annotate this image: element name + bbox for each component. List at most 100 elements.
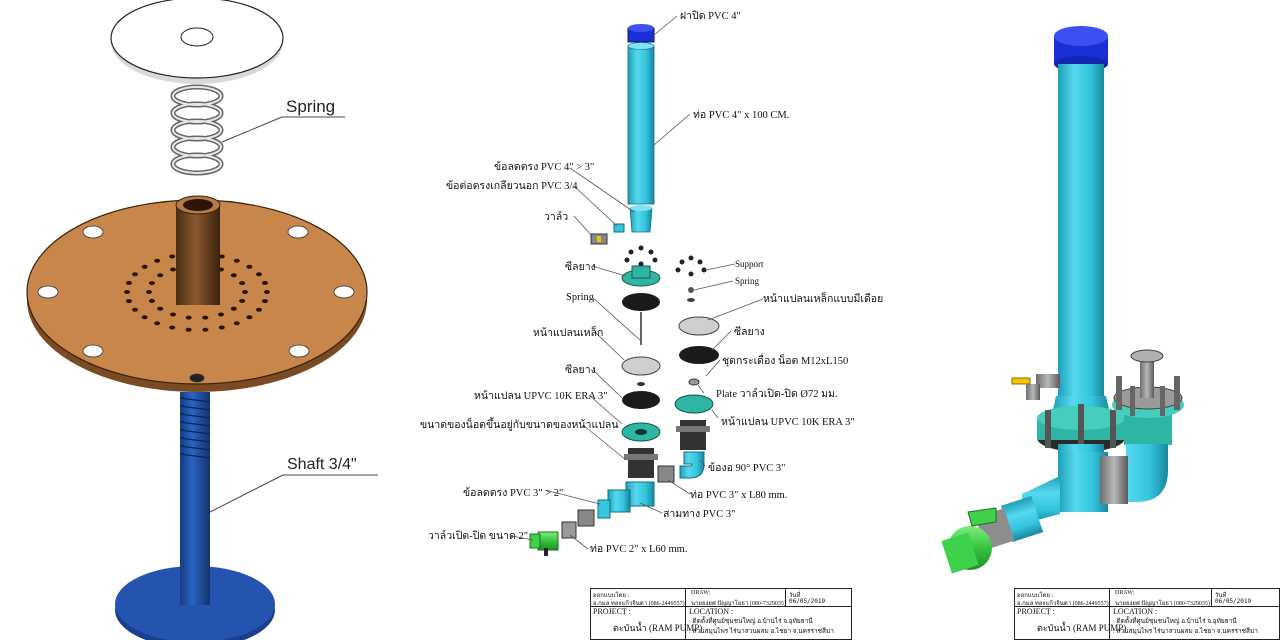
tb-r-designer-name: อ.กมล ทองแก้วจินดา (086-2449557) (1017, 601, 1109, 607)
perforation-hole (256, 272, 262, 277)
label-gate-valve: วาล์วเปิด-ปิด ขนาด 2" (428, 529, 528, 542)
perforation-hole (148, 281, 155, 286)
center-panel: ฝาปิด PVC 4" ท่อ PVC 4" x 100 CM. ข้อลดต… (420, 10, 883, 556)
label-pipe4: ท่อ PVC 4" x 100 CM. (693, 110, 789, 121)
tb-designer: ออกแบบโดย : (593, 593, 630, 599)
perforation-hole (126, 299, 132, 304)
perforation-hole (146, 290, 152, 294)
label-flange-r: หน้าแปลน UPVC 10K ERA 3" (721, 416, 855, 428)
perforation-hole (185, 315, 192, 320)
support-ring-right (675, 255, 707, 277)
label-valve: วาล์ว (544, 210, 568, 223)
perforation-hole (154, 321, 161, 326)
perforation-hole (239, 281, 246, 286)
label-plate-valve: Plate วาล์วเปิด-ปิด Ø72 มม. (716, 387, 838, 400)
label-elbow: ข้องอ 90° PVC 3" (708, 462, 785, 474)
pipe-3in-80mm (657, 465, 675, 483)
perforation-hole (157, 306, 164, 311)
assembled-waste-valve (1112, 349, 1184, 445)
perforation-hole (256, 307, 262, 312)
perforation-hole (126, 280, 132, 285)
tb-r-date: 06/05/2019 (1215, 598, 1252, 605)
label-flange-l: หน้าแปลน UPVC 10K ERA 3" (474, 390, 608, 402)
bolt-cluster-right (676, 420, 710, 450)
label-rubber2: ซีลยาง (565, 363, 596, 376)
perforation-hole (264, 290, 270, 294)
tb-r-draw-name: นายยงยศ ปัญญาโยธา (080-7329035) (1115, 601, 1210, 607)
label-reducer32: ข้อลดตรง PVC 3" > 2" (463, 487, 563, 499)
tb-r-draw: DRAW: (1115, 590, 1135, 596)
perforation-hole (230, 273, 237, 278)
valve-plate-part (688, 378, 700, 386)
perforation-hole (154, 258, 161, 263)
pipe-4in-part (627, 45, 655, 205)
label-plate-r: หน้าแปลนเหล็กแบบมีเดือย (763, 291, 883, 305)
perforation-hole (262, 299, 268, 304)
perforation-hole (246, 315, 253, 320)
tb-r-location1: : ติดตั้งที่ศูนย์ชุมชนใหญ่ อ.บ้านไร่ จ.อ… (1113, 618, 1237, 625)
rubber-seal-right (679, 346, 719, 364)
cap-part (627, 24, 655, 43)
perforation-hole (218, 312, 224, 317)
label-rubber-r: ซีลยาง (734, 325, 765, 338)
tb-r-project-label: PROJECT : (1017, 607, 1055, 616)
spring-coil (170, 84, 224, 176)
perforation-hole (124, 290, 130, 294)
label-bolt-note: ขนาดของน็อตขึ้นอยู่กับขนาดของหน้าแปลน (420, 417, 619, 431)
left-panel: Spring (26, 0, 378, 640)
rubber-seal-1 (622, 293, 660, 311)
perforation-hole (218, 254, 225, 259)
center-labels: ฝาปิด PVC 4" ท่อ PVC 4" x 100 CM. ข้อลดต… (420, 10, 883, 555)
tb-location2: : สวนสมุนไพร ไร่นาสวนผสม อ.ไชยา จ.นครราช… (689, 628, 834, 635)
label-steel-plate: หน้าแปลนเหล็ก (533, 325, 603, 339)
perforation-hole (202, 315, 209, 320)
label-bolt-set: ชุดกระเดื่อง น็อต M12xL150 (722, 353, 848, 367)
bolt-cluster-left (624, 448, 658, 478)
perforation-hole (132, 307, 138, 312)
label-pipe3: ท่อ PVC 3" x L80 mm. (690, 490, 787, 501)
perforation-hole (233, 321, 240, 326)
spring-leader (221, 116, 283, 143)
perforation-hole (170, 267, 176, 272)
perforation-hole (141, 315, 148, 320)
perforation-hole (185, 327, 192, 332)
label-support: Support (735, 259, 764, 269)
leader-lines (511, 15, 764, 550)
tb-date: 06/05/2019 (789, 598, 826, 605)
perforation-hole (239, 298, 246, 303)
label-pipe2: ท่อ PVC 2" x L60 mm. (590, 544, 687, 555)
title-block-right: ออกแบบโดย : อ.กมล ทองแก้วจินดา (086-2449… (1014, 588, 1280, 640)
perforation-hole (141, 264, 148, 269)
perforation-hole (246, 264, 253, 269)
shaft-leader (209, 474, 284, 513)
elbow-90-part (679, 451, 705, 479)
assembled-gate-valve (941, 507, 997, 574)
label-rubber1: ซีลยาง (565, 260, 596, 273)
tb-location1: : ติดตั้งที่ศูนย์ชุมชนใหญ่ อ.บ้านไร่ จ.อ… (689, 618, 813, 625)
shaft-label: Shaft 3/4" (287, 456, 357, 473)
tb-r-project: ตะบันน้ำ (RAM PUMP) (1037, 623, 1127, 633)
perforation-hole (233, 258, 240, 263)
small-valve-part (590, 233, 608, 245)
title-block-center: ออกแบบโดย : อ.กมล ทองแก้วจินดา (086-2449… (590, 588, 852, 640)
perforation-hole (148, 298, 155, 303)
perforation-hole (170, 312, 176, 317)
tee-part (607, 481, 655, 513)
steel-plate-part (621, 356, 661, 376)
spring-label: Spring (286, 97, 335, 116)
assembled-tee (1058, 452, 1128, 512)
perforation-hole (230, 306, 237, 311)
shaft (115, 392, 275, 640)
tb-draw-name: นายยงยศ ปัญญาโยธา (080-7329035) (691, 601, 786, 607)
reducer-3-2-part (597, 499, 611, 519)
label-spring-r: Spring (735, 276, 760, 286)
tb-r-location-label: LOCATION : (1113, 607, 1158, 616)
right-panel (941, 26, 1184, 574)
tb-designer-name: อ.กมล ทองแก้วจินดา (086-2449557) (593, 601, 685, 607)
tb-date-label: วันที่ (789, 593, 801, 599)
label-tee: สามทาง PVC 3" (663, 509, 735, 520)
perforation-hole (169, 325, 176, 330)
flange-teal-top (621, 265, 661, 287)
tb-r-date-label: วันที่ (1215, 593, 1227, 599)
tb-location-label: LOCATION : (689, 607, 734, 616)
